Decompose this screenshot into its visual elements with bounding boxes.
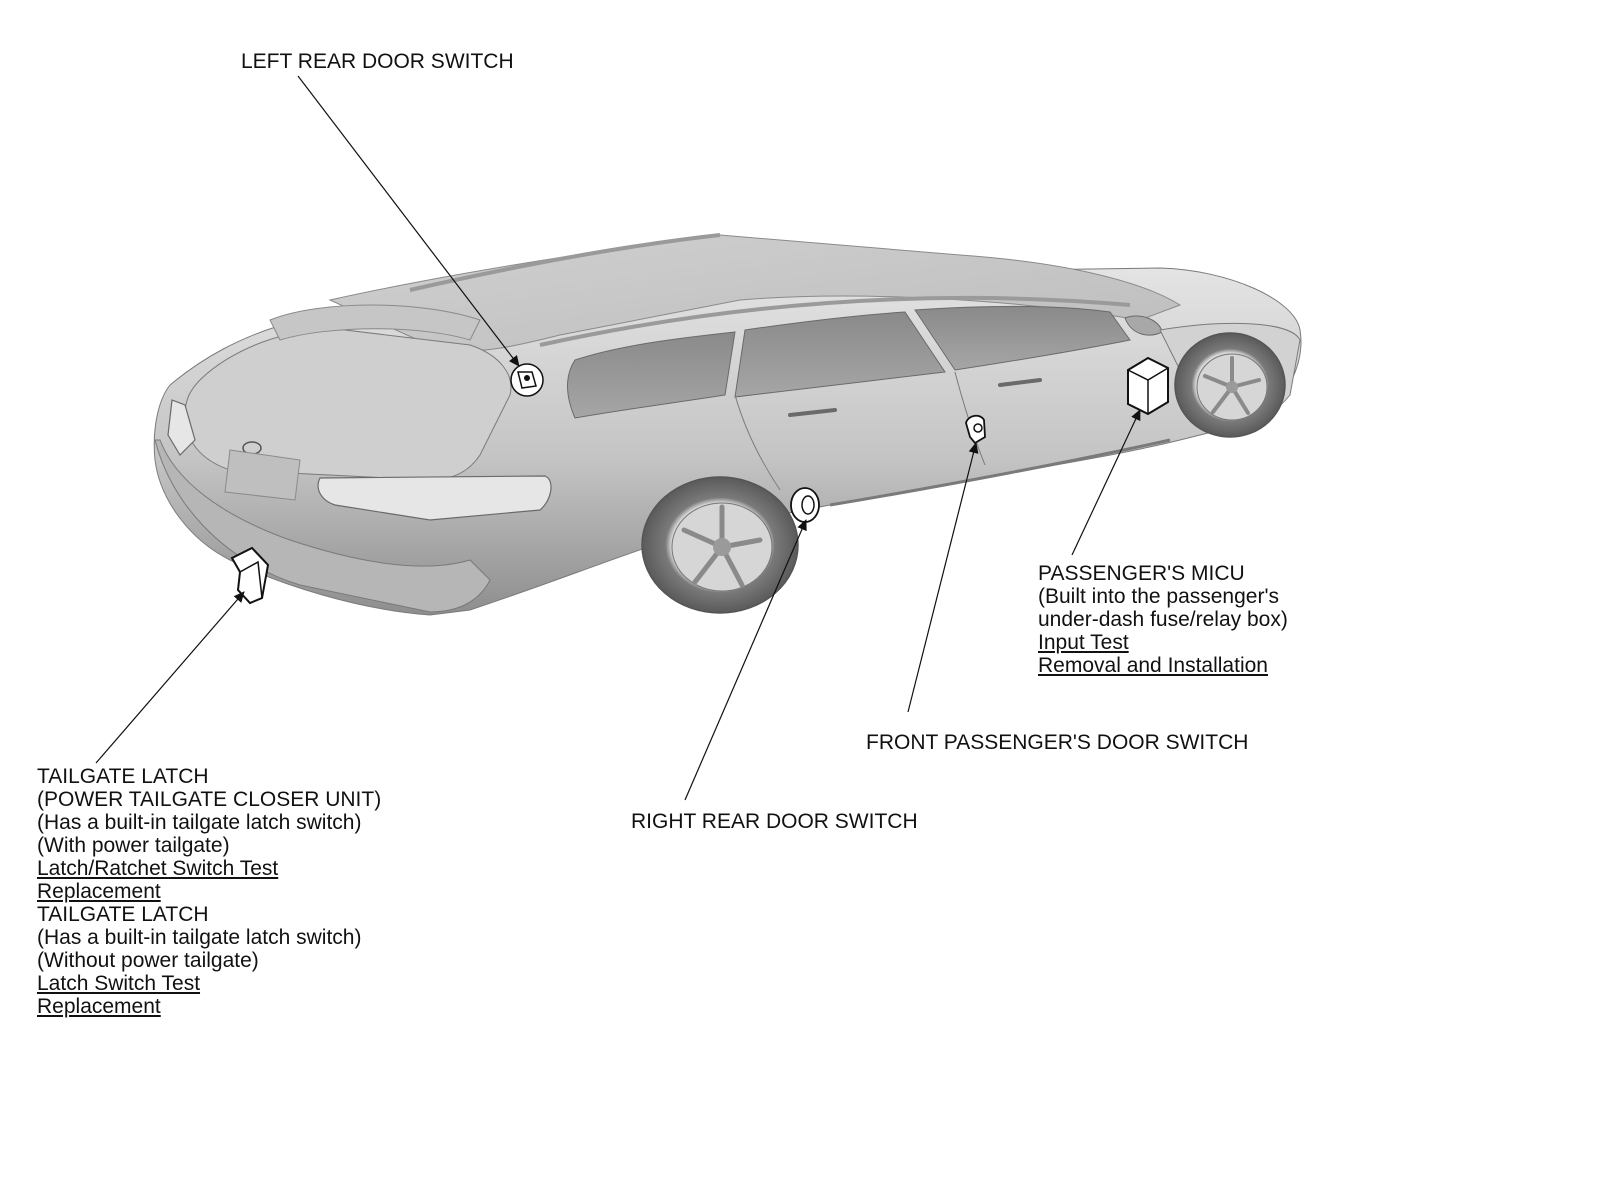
micu-note-1: (Built into the passenger's [1038, 585, 1279, 608]
front-passengers-door-switch-label: FRONT PASSENGER'S DOOR SWITCH [866, 731, 1248, 754]
micu-input-test-link[interactable]: Input Test [1038, 631, 1129, 654]
front-wheel [1174, 332, 1286, 438]
taillight-left [167, 399, 196, 456]
tailgate-latch-marker [230, 546, 270, 605]
replacement-link-1[interactable]: Replacement [37, 880, 161, 903]
tailgate-title-1: TAILGATE LATCH [37, 765, 209, 788]
replacement-link-2[interactable]: Replacement [37, 995, 161, 1018]
tailgate-title-2: TAILGATE LATCH [37, 903, 209, 926]
front-passengers-door-switch-text: FRONT PASSENGER'S DOOR SWITCH [866, 731, 1249, 754]
leader-right-rear [684, 519, 807, 801]
tailgate-note-1: (Has a built-in tailgate latch switch) [37, 811, 362, 834]
leader-tailgate [95, 591, 245, 764]
left-rear-door-switch-text: LEFT REAR DOOR SWITCH [241, 50, 514, 73]
front-passengers-door-switch-marker [965, 414, 986, 445]
right-rear-door-switch-marker [790, 487, 820, 523]
passengers-micu-label: PASSENGER'S MICU (Built into the passeng… [1038, 562, 1288, 677]
side-window-middle [734, 311, 946, 398]
left-rear-door-switch-marker [510, 363, 544, 397]
leader-lines [95, 75, 1141, 801]
micu-note-2: under-dash fuse/relay box) [1038, 608, 1288, 631]
passengers-micu-marker [1127, 356, 1169, 416]
tailgate-note-3: (Has a built-in tailgate latch switch) [37, 926, 362, 949]
leader-micu [1071, 409, 1141, 556]
right-rear-door-switch-label: RIGHT REAR DOOR SWITCH [631, 810, 918, 833]
leader-front-pass [907, 442, 979, 713]
taillight-right [317, 475, 552, 521]
latch-switch-test-link[interactable]: Latch Switch Test [37, 972, 201, 995]
rear-wheel [641, 476, 799, 614]
rear-bumper [154, 439, 491, 613]
leader-left-rear [297, 75, 520, 367]
tailgate-latch-label: TAILGATE LATCH (POWER TAILGATE CLOSER UN… [37, 765, 381, 1018]
roof-rail [409, 233, 721, 292]
micu-title: PASSENGER'S MICU [1038, 562, 1245, 585]
left-rear-door-switch-label: LEFT REAR DOOR SWITCH [241, 50, 514, 73]
latch-ratchet-switch-test-link[interactable]: Latch/Ratchet Switch Test [37, 857, 279, 880]
side-window-rear [567, 331, 736, 419]
micu-removal-installation-link[interactable]: Removal and Installation [1038, 654, 1268, 677]
tailgate-note-2: (With power tailgate) [37, 834, 230, 857]
right-rear-door-switch-text: RIGHT REAR DOOR SWITCH [631, 810, 918, 833]
tailgate-sub-1: (POWER TAILGATE CLOSER UNIT) [37, 788, 382, 811]
side-window-front [914, 305, 1131, 371]
tailgate-note-4: (Without power tailgate) [37, 949, 259, 972]
